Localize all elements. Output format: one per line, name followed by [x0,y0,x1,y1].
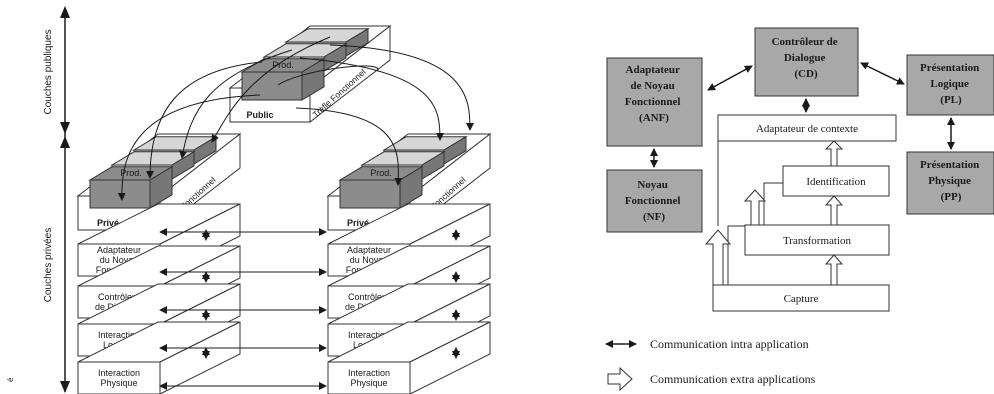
vertical-axis [60,6,70,393]
context-bracket-lines [717,141,783,285]
layer-label: Interaction [98,330,140,340]
svg-text:Prod.: Prod. [120,168,142,178]
pl-box: Présentation Logique (PL) [906,54,994,116]
layer-label: Contrôleur [98,292,140,302]
svg-text:Noyau Fonctionnel: Noyau Fonctionnel (NF) [625,179,683,223]
nf-box: Noyau Fonctionnel (NF) [606,169,703,233]
layer-name: Privé [97,218,119,228]
prod-block: Prod. [88,165,174,209]
layer-label: du Noyau [350,255,389,265]
identification-label: Identification [806,176,866,188]
layer-label: Interaction [348,368,390,378]
left-architecture-diagram: Couches publiques Couches privées é Coor… [6,6,492,394]
layer-name: Privé [347,218,369,228]
svg-text:Contrôleur de Dialogue: Contrôleur de Dialogue (CD) [772,36,841,80]
prod-block: Prod. [338,165,424,209]
layer-label: Contrôleur [348,292,390,302]
legend-hollow-arrow-icon [607,366,633,392]
context-adapter-box [717,114,897,142]
cd-box: Contrôleur de Dialogue (CD) [754,27,859,97]
legend: Communication intra application Communic… [605,337,816,392]
intra-arrows [650,62,955,168]
stray-mark: é [6,377,15,382]
pp-box: Présentation Physique (PP) [906,151,994,215]
layer-label: Adaptateur [97,245,141,255]
layer-label: Adaptateur [347,245,391,255]
capture-box [712,284,890,312]
layer-label: du Noyau [100,255,139,265]
prod-block: Prod. [240,57,326,101]
transformation-box [744,224,890,256]
layer-name: Public [246,110,273,120]
svg-text:Prod.: Prod. [370,168,392,178]
svg-text:Présentation Logique: Présentation Logique (PL) [920,62,982,106]
capture-label: Capture [784,293,819,305]
identification-box [782,165,890,197]
extra-arrows [704,140,844,286]
axis-label-public: Couches publiques [43,29,54,114]
svg-text:Prod.: Prod. [272,60,294,70]
layer-label: Physique [100,378,137,388]
svg-text:Adaptateur de Noyau: Adaptateur de Noyau Fonctionnel (ANF) [625,64,683,124]
legend-intra-label: Communication intra application [650,337,809,351]
context-adapter-label: Adaptateur de contexte [756,123,858,135]
layer-label: Interaction [348,330,390,340]
layer-label: Physique [350,378,387,388]
axis-label-private: Couches privées [43,228,54,302]
transformation-label: Transformation [783,235,852,247]
communication-curves [117,36,474,201]
legend-extra-label: Communication extra applications [650,372,816,386]
anf-box: Adaptateur de Noyau Fonctionnel (ANF) [606,57,703,147]
layer-link-arrows [159,228,327,390]
layer-label: Interaction [98,368,140,378]
svg-text:Présentation Physique: Présentation Physique (PP) [920,159,982,203]
